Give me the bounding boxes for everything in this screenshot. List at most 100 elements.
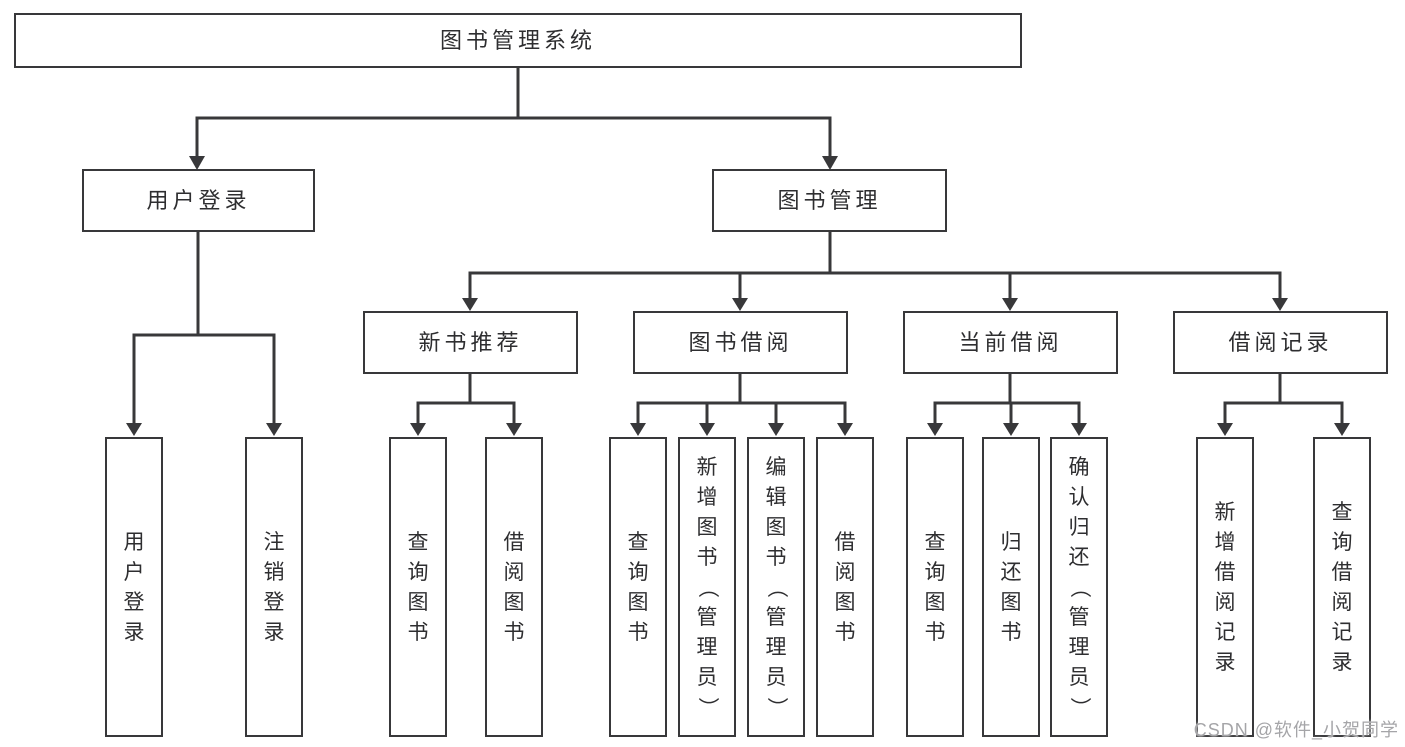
vertical-char: 记 <box>1331 620 1353 644</box>
vertical-char: 阅 <box>834 560 856 584</box>
vertical-char: 管 <box>765 605 787 629</box>
node-current-borrow: 当前借阅 <box>903 311 1118 374</box>
arrowhead-icon <box>1272 298 1288 311</box>
vertical-char: 注 <box>263 530 285 554</box>
vertical-char: 询 <box>407 560 429 584</box>
vertical-char: 管 <box>696 605 718 629</box>
node-book-management: 图书管理 <box>712 169 947 232</box>
arrowhead-icon <box>506 423 522 436</box>
vertical-char: 借 <box>503 530 525 554</box>
vertical-char: 新 <box>696 455 718 479</box>
connector-book-management-sections <box>462 232 1288 311</box>
vertical-char: 图 <box>696 515 718 539</box>
connector-book-borrow-children <box>630 374 853 436</box>
vertical-char: 录 <box>1331 650 1353 674</box>
vertical-char: 辑 <box>765 485 787 509</box>
vertical-char: 户 <box>123 560 145 584</box>
vertical-char: 图 <box>503 590 525 614</box>
connector-borrow-records-children <box>1217 374 1350 436</box>
arrowhead-icon <box>126 423 142 436</box>
vertical-char: 书 <box>627 620 649 644</box>
node-user-login: 用户登录 <box>82 169 315 232</box>
vertical-char: 理 <box>696 635 718 659</box>
vertical-char: 员 <box>696 665 718 689</box>
vertical-char: 阅 <box>503 560 525 584</box>
vertical-char: 询 <box>627 560 649 584</box>
vertical-char: 理 <box>1068 635 1090 659</box>
arrowhead-icon <box>699 423 715 436</box>
vertical-char: 用 <box>123 530 145 554</box>
arrowhead-icon <box>822 156 838 170</box>
leaf-borrow-books: 借阅图书 <box>816 437 874 737</box>
leaf-logout: 注销登录 <box>245 437 303 737</box>
vertical-char: （ <box>764 576 788 598</box>
vertical-char: 还 <box>1000 560 1022 584</box>
vertical-char: 书 <box>924 620 946 644</box>
leaf-add-books-admin: 新增图书 （ 管理员 ） <box>678 437 736 737</box>
leaf-query-books-recommend: 查询图书 <box>389 437 447 737</box>
arrowhead-icon <box>768 423 784 436</box>
vertical-char: 询 <box>1331 530 1353 554</box>
leaf-return-books: 归还图书 <box>982 437 1040 737</box>
vertical-char: 增 <box>1214 530 1236 554</box>
vertical-char: 查 <box>1331 500 1353 524</box>
node-new-book-recommend: 新书推荐 <box>363 311 578 374</box>
vertical-char: 借 <box>1214 560 1236 584</box>
arrowhead-icon <box>1071 423 1087 436</box>
vertical-char: 登 <box>263 590 285 614</box>
vertical-char: 询 <box>924 560 946 584</box>
vertical-char: （ <box>1067 576 1091 598</box>
vertical-char: 新 <box>1214 500 1236 524</box>
csdn-watermark: CSDN @软件_小贺同学 <box>1193 720 1399 740</box>
arrowhead-icon <box>1002 298 1018 311</box>
arrowhead-icon <box>1217 423 1233 436</box>
arrowhead-icon <box>462 298 478 311</box>
connector-current-borrow-children <box>927 374 1087 436</box>
arrowhead-icon <box>732 298 748 311</box>
arrowhead-icon <box>1334 423 1350 436</box>
leaf-edit-books-admin: 编辑图书（管理员） <box>747 437 805 737</box>
vertical-char: （ <box>695 576 719 598</box>
vertical-char: 书 <box>407 620 429 644</box>
vertical-char: 还 <box>1068 545 1090 569</box>
vertical-char: 书 <box>696 545 718 569</box>
vertical-char: 确 <box>1068 455 1090 479</box>
vertical-char: 录 <box>1214 650 1236 674</box>
vertical-char: 阅 <box>1214 590 1236 614</box>
vertical-char: 录 <box>263 620 285 644</box>
vertical-char: 销 <box>263 560 285 584</box>
vertical-char: ） <box>695 696 719 718</box>
vertical-char: 理 <box>765 635 787 659</box>
arrowhead-icon <box>266 423 282 436</box>
vertical-char: 书 <box>1000 620 1022 644</box>
vertical-char: 管 <box>1068 605 1090 629</box>
vertical-char: 登 <box>123 590 145 614</box>
leaf-query-borrow-record: 查询借阅记录 <box>1313 437 1371 737</box>
vertical-char: 书 <box>834 620 856 644</box>
node-book-borrow: 图书借阅 <box>633 311 848 374</box>
vertical-char: 借 <box>1331 560 1353 584</box>
leaf-borrow-books-recommend: 借阅图书 <box>485 437 543 737</box>
vertical-char: 增 <box>696 485 718 509</box>
arrowhead-icon <box>630 423 646 436</box>
vertical-char: 员 <box>765 665 787 689</box>
leaf-confirm-return-admin: 确认归还（管理员） <box>1050 437 1108 737</box>
leaf-add-borrow-record: 新增借阅记录 <box>1196 437 1254 737</box>
node-root-system: 图书管理系统 <box>14 13 1022 68</box>
connector-user-login-children <box>126 232 282 436</box>
vertical-char: 图 <box>834 590 856 614</box>
vertical-char: ） <box>1067 696 1091 718</box>
arrowhead-icon <box>1003 423 1019 436</box>
vertical-char: 记 <box>1214 620 1236 644</box>
connector-root-to-level2 <box>189 68 838 170</box>
vertical-char: 书 <box>765 545 787 569</box>
vertical-char: 图 <box>627 590 649 614</box>
vertical-char: 编 <box>765 455 787 479</box>
arrowhead-icon <box>837 423 853 436</box>
arrowhead-icon <box>410 423 426 436</box>
leaf-user-login: 用户登录 <box>105 437 163 737</box>
vertical-char: 归 <box>1000 530 1022 554</box>
vertical-char: 认 <box>1068 485 1090 509</box>
